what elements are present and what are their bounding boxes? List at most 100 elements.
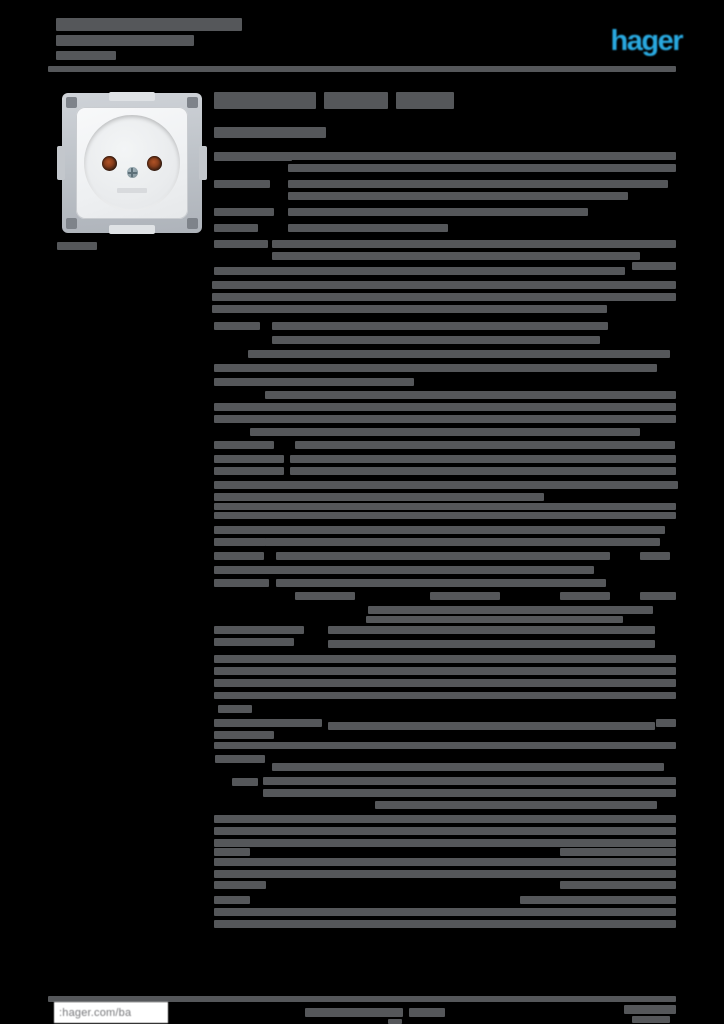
greeked-body-text-bar (214, 839, 676, 847)
greeked-body-text-bar (288, 164, 676, 172)
frame-corner-screw-icon (187, 97, 198, 108)
socket-brand-mark (117, 188, 147, 193)
greeked-body-text-bar (263, 789, 676, 797)
greeked-body-text-bar (265, 391, 676, 399)
greeked-body-text-bar (214, 692, 676, 699)
greeked-body-text-bar (250, 428, 640, 436)
greeked-body-text-bar (214, 455, 284, 463)
greeked-body-text-bar (272, 252, 640, 260)
greeked-body-text-bar (214, 896, 250, 904)
greeked-body-text-bar (214, 493, 544, 501)
greeked-body-text-bar (232, 778, 258, 786)
greeked-body-text-bar (276, 552, 610, 560)
greeked-footer-text-bar (388, 1019, 402, 1024)
greeked-header-text-bar (56, 18, 242, 31)
greeked-body-text-bar (214, 655, 676, 663)
greeked-body-text-bar (214, 538, 266, 546)
greeked-header-text-bar (56, 35, 194, 46)
divider-rule (48, 996, 676, 1002)
greeked-body-text-bar (214, 667, 676, 675)
greeked-body-text-bar (214, 858, 676, 866)
greeked-body-text-bar (212, 281, 676, 289)
greeked-body-text-bar (272, 763, 664, 771)
greeked-body-text-bar (430, 592, 500, 600)
greeked-body-text-bar (214, 240, 268, 248)
socket-contact-hole-left (102, 156, 117, 171)
greeked-body-text-bar (214, 881, 266, 889)
frame-corner-screw-icon (66, 97, 77, 108)
greeked-title-text-bar (214, 127, 326, 138)
greeked-body-text-bar (214, 208, 274, 216)
greeked-body-text-bar (215, 755, 265, 763)
greeked-footer-text-bar (632, 1016, 670, 1023)
socket-center-screw-icon (126, 167, 138, 178)
greeked-body-text-bar (375, 801, 657, 809)
hager-logo: hager (610, 25, 684, 57)
greeked-body-text-bar (214, 467, 284, 475)
greeked-body-text-bar (214, 267, 625, 275)
frame-corner-screw-icon (187, 218, 198, 229)
greeked-body-text-bar (214, 152, 292, 161)
greeked-body-text-bar (560, 848, 676, 856)
greeked-body-text-bar (214, 526, 274, 534)
product-photo-socket (57, 88, 207, 238)
greeked-body-text-bar (214, 815, 676, 823)
greeked-body-text-bar (640, 552, 670, 560)
greeked-body-text-bar (214, 224, 258, 232)
greeked-footer-text-bar (409, 1008, 445, 1017)
greeked-body-text-bar (295, 592, 355, 600)
greeked-body-text-bar (214, 638, 294, 646)
greeked-body-text-bar (560, 881, 676, 889)
greeked-body-text-bar (265, 526, 665, 534)
frame-tab-bottom (109, 225, 155, 234)
greeked-body-text-bar (288, 224, 448, 232)
greeked-body-text-bar (265, 538, 660, 546)
greeked-body-text-bar (656, 719, 676, 727)
greeked-body-text-bar (214, 920, 676, 928)
greeked-body-text-bar (328, 626, 655, 634)
frame-claw-right (199, 146, 207, 180)
greeked-body-text-bar (366, 616, 623, 623)
greeked-body-text-bar (560, 592, 610, 600)
frame-tab-top (109, 92, 155, 101)
footer-url-label[interactable]: :hager.com/ba (59, 1006, 132, 1019)
greeked-body-text-bar (212, 293, 676, 301)
greeked-body-text-bar (214, 719, 322, 727)
greeked-body-text-bar (214, 742, 676, 749)
divider-rule (48, 66, 676, 72)
greeked-caption-bar (57, 242, 97, 250)
greeked-body-text-bar (632, 262, 676, 270)
frame-corner-screw-icon (66, 218, 77, 229)
greeked-body-text-bar (290, 455, 676, 463)
greeked-body-text-bar (214, 908, 676, 916)
greeked-body-text-bar (640, 592, 676, 600)
greeked-body-text-bar (214, 626, 304, 634)
greeked-body-text-bar (212, 305, 607, 313)
greeked-body-text-bar (328, 640, 655, 648)
greeked-body-text-bar (288, 180, 668, 188)
greeked-body-text-bar (214, 403, 676, 411)
greeked-body-text-bar (288, 152, 676, 160)
footer-url-box[interactable]: :hager.com/ba (54, 1002, 168, 1023)
greeked-body-text-bar (214, 415, 676, 423)
greeked-body-text-bar (272, 240, 676, 248)
greeked-body-text-bar (328, 722, 655, 730)
frame-claw-left (57, 146, 65, 180)
greeked-body-text-bar (214, 378, 414, 386)
greeked-body-text-bar (214, 481, 678, 489)
greeked-body-text-bar (214, 364, 657, 372)
greeked-body-text-bar (276, 579, 606, 587)
greeked-body-text-bar (263, 777, 676, 785)
greeked-body-text-bar (248, 350, 670, 358)
greeked-body-text-bar (290, 467, 676, 475)
greeked-body-text-bar (214, 566, 594, 574)
greeked-body-text-bar (214, 848, 250, 856)
greeked-body-text-bar (214, 322, 260, 330)
greeked-title-text-bar (214, 92, 316, 109)
greeked-footer-text-bar (624, 1005, 676, 1014)
greeked-body-text-bar (214, 441, 274, 449)
greeked-body-text-bar (520, 896, 676, 904)
greeked-header-text-bar (56, 51, 116, 60)
greeked-body-text-bar (214, 827, 676, 835)
